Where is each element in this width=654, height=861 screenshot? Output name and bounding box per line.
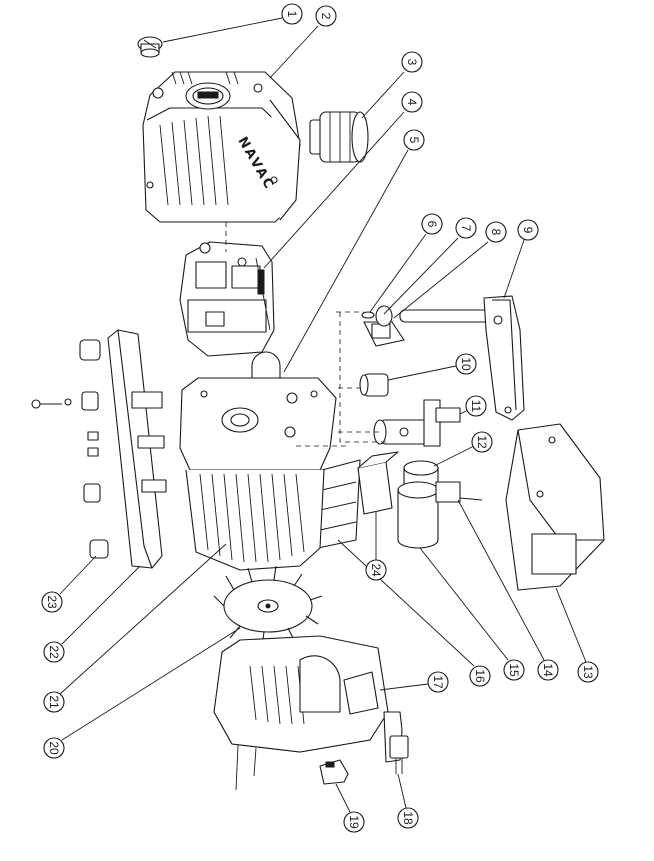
callout-8: 8 bbox=[393, 221, 507, 319]
part-9-handle bbox=[483, 295, 525, 421]
callout-4: 4 bbox=[263, 91, 423, 269]
callout-7: 7 bbox=[383, 217, 477, 315]
part-23-feet bbox=[31, 339, 109, 559]
callout-label-23: 23 bbox=[45, 595, 59, 609]
part-13-shroud bbox=[505, 423, 605, 591]
callout-label-19: 19 bbox=[347, 815, 361, 829]
part-4-pump-head bbox=[179, 241, 275, 357]
callout-3: 3 bbox=[361, 51, 423, 119]
callout-15: 15 bbox=[419, 547, 525, 681]
callout-16: 16 bbox=[337, 539, 491, 687]
callout-label-8: 8 bbox=[489, 229, 503, 236]
callout-22: 22 bbox=[43, 565, 141, 663]
callout-label-24: 24 bbox=[369, 563, 383, 577]
part-21-motor-body bbox=[179, 351, 337, 571]
callout-17: 17 bbox=[379, 671, 449, 693]
callout-9: 9 bbox=[503, 219, 539, 299]
callout-1: 1 bbox=[162, 3, 303, 43]
callout-label-4: 4 bbox=[405, 99, 419, 106]
callout-label-17: 17 bbox=[431, 675, 445, 689]
part-3-sight-glass bbox=[309, 111, 369, 163]
part-19-switch bbox=[319, 759, 349, 785]
callout-13: 13 bbox=[555, 587, 599, 683]
callout-24: 24 bbox=[365, 512, 387, 581]
part-17-base bbox=[213, 635, 389, 791]
part-20-fan bbox=[213, 565, 323, 647]
callout-label-11: 11 bbox=[469, 400, 483, 413]
part-2-tank-cover: NAVAC bbox=[142, 71, 301, 223]
part-18-plug bbox=[383, 711, 409, 774]
callout-20: 20 bbox=[43, 627, 241, 759]
callout-label-3: 3 bbox=[405, 59, 419, 66]
callout-label-15: 15 bbox=[507, 663, 521, 677]
callout-label-18: 18 bbox=[401, 811, 415, 825]
part-16-frame bbox=[317, 459, 361, 549]
callout-label-12: 12 bbox=[475, 435, 489, 449]
callout-label-1: 1 bbox=[285, 11, 299, 18]
assembly-guide-2 bbox=[336, 311, 388, 443]
callout-10: 10 bbox=[387, 353, 477, 381]
callout-label-9: 9 bbox=[521, 227, 535, 234]
callout-label-20: 20 bbox=[47, 741, 61, 755]
callout-2: 2 bbox=[269, 5, 337, 79]
callout-6: 6 bbox=[369, 213, 443, 313]
callout-11: 11 bbox=[459, 395, 487, 417]
callout-label-22: 22 bbox=[47, 645, 61, 659]
part-15-capacitor bbox=[397, 481, 483, 549]
callout-23: 23 bbox=[41, 555, 97, 613]
callout-18: 18 bbox=[397, 773, 419, 829]
callout-label-6: 6 bbox=[425, 221, 439, 228]
callout-14: 14 bbox=[457, 499, 559, 681]
callout-label-7: 7 bbox=[459, 225, 473, 232]
callout-label-2: 2 bbox=[319, 13, 333, 20]
part-10-knob bbox=[359, 373, 389, 397]
part-8-tube bbox=[375, 305, 497, 327]
part-22-side-panel bbox=[107, 329, 167, 569]
part-24-switch-box bbox=[357, 451, 399, 515]
callout-label-16: 16 bbox=[473, 669, 487, 683]
callout-label-21: 21 bbox=[47, 695, 61, 709]
callout-12: 12 bbox=[433, 431, 493, 467]
part-1-screw bbox=[137, 36, 163, 58]
callout-label-5: 5 bbox=[407, 137, 421, 144]
callout-21: 21 bbox=[43, 543, 227, 713]
callout-label-13: 13 bbox=[581, 665, 595, 679]
callout-5: 5 bbox=[283, 129, 425, 373]
callout-19: 19 bbox=[335, 783, 365, 833]
part-11-valve bbox=[373, 399, 461, 447]
callout-label-14: 14 bbox=[541, 663, 555, 677]
callout-label-10: 10 bbox=[459, 357, 473, 371]
